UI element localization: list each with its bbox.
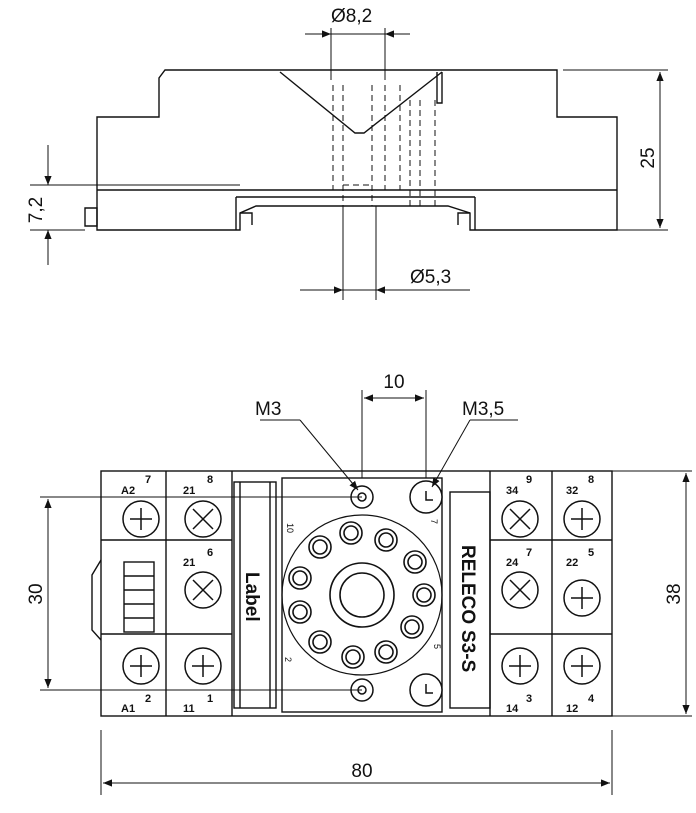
dim-dia-top: Ø8,2	[331, 6, 372, 27]
term-tr1-a: 9	[526, 474, 532, 486]
term-bl-a: A1	[121, 703, 135, 715]
term-tl-b: 7	[145, 474, 151, 486]
term-br1-b: 14	[506, 703, 519, 715]
term-tl-a: A2	[121, 485, 135, 497]
pin-label-5: 5	[432, 644, 442, 649]
screw-14	[501, 647, 539, 685]
jumper-bridge	[123, 561, 155, 633]
screw-24	[501, 571, 539, 609]
term-tm-a: 8	[207, 474, 213, 486]
term-tr2-b: 32	[566, 485, 578, 497]
dim-rail-72: 7,2	[26, 197, 47, 223]
top-view-dims	[40, 390, 692, 795]
mounting-holes	[350, 480, 443, 707]
terminal-labels: A2 7 8 21 6 21 A1 2 1 11 9 34 8 32 7 24 …	[121, 474, 595, 715]
dim-outer-height-38: 38	[664, 583, 685, 604]
label-strip	[233, 481, 277, 709]
label-m35: M3,5	[462, 399, 504, 420]
rail-foot-left	[84, 207, 98, 227]
term-mr2-b: 22	[566, 557, 578, 569]
brand-name: RELECO	[457, 545, 478, 624]
dim-height-30: 30	[26, 583, 47, 604]
screw-32	[563, 500, 601, 538]
term-br2-b: 12	[566, 703, 578, 715]
screw-21-top	[184, 500, 222, 538]
term-tm-b: 21	[183, 485, 195, 497]
model-name: S3-S	[457, 630, 478, 672]
term-mr2-a: 5	[588, 547, 594, 559]
term-mr1-b: 24	[506, 557, 519, 569]
dim-pitch-10: 10	[383, 372, 404, 393]
dim-height-25: 25	[638, 147, 659, 168]
screw-a1	[122, 647, 160, 685]
pin-label-10: 10	[285, 523, 295, 533]
term-ml-a: 6	[207, 547, 213, 559]
pin-label-7: 7	[429, 519, 439, 524]
socket-body-profile	[96, 69, 618, 231]
term-br2-a: 4	[588, 693, 595, 705]
screw-22	[563, 579, 601, 617]
dim-width-80: 80	[351, 761, 372, 782]
term-bm-b: 11	[183, 703, 195, 715]
label-m3: M3	[255, 399, 281, 420]
hidden-lines	[332, 85, 436, 206]
screw-34	[501, 500, 539, 538]
terminal-screws	[122, 500, 601, 685]
screw-12	[563, 647, 601, 685]
conical-insert	[279, 71, 443, 134]
screw-a2	[122, 500, 160, 538]
pin-label-2: 2	[283, 657, 293, 662]
socket-outline	[100, 470, 613, 717]
dim-dia-bottom: Ø5,3	[410, 267, 451, 288]
screw-11	[184, 647, 222, 685]
term-bm-a: 1	[207, 693, 213, 705]
term-br1-a: 3	[526, 693, 532, 705]
socket-ring	[281, 514, 443, 676]
term-mr1-a: 7	[526, 547, 532, 559]
term-ml-b: 21	[183, 557, 195, 569]
label-area-text: Label	[241, 572, 262, 622]
term-tr2-a: 8	[588, 474, 594, 486]
term-bl-b: 2	[145, 693, 151, 705]
side-view	[30, 28, 668, 300]
screw-21-mid	[184, 571, 222, 609]
term-tr1-b: 34	[506, 485, 519, 497]
socket-pins	[281, 514, 443, 676]
